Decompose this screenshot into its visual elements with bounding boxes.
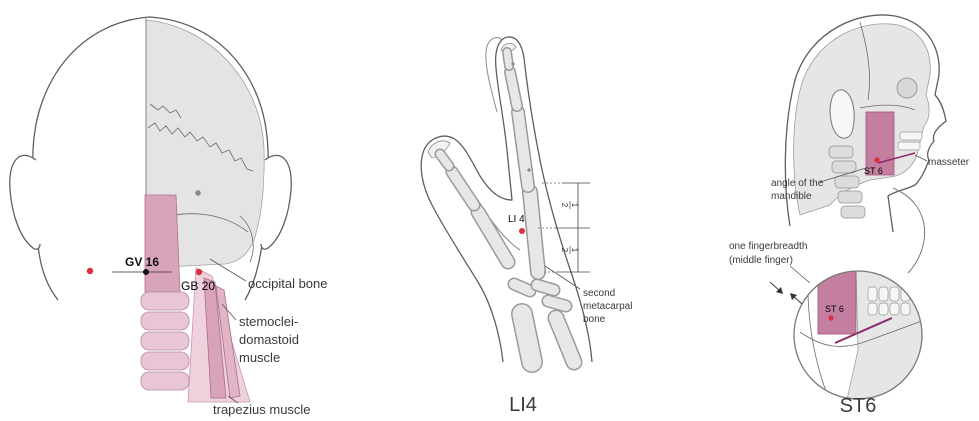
index-distal-phalanx (507, 52, 509, 66)
cervical-vertebra (141, 372, 189, 390)
inset-tooth (901, 303, 910, 315)
fingerbreadth-label-line-1: one fingerbreadth (729, 241, 807, 252)
skull-landmark-dot (195, 190, 201, 196)
li4-label: LI 4 (508, 214, 525, 225)
fraction-upper: 1 2 (560, 201, 579, 209)
inset-tooth (890, 287, 899, 301)
knuckle-dot (511, 62, 514, 65)
metacarpal-label-line-1: second (583, 288, 615, 299)
cervical-vertebra (141, 292, 189, 310)
gv16-label: GV 16 (125, 255, 159, 269)
semispinalis-muscle (145, 195, 180, 292)
occipital-bone-label: occipital bone (248, 276, 328, 291)
radius-bone (522, 314, 532, 362)
scm-label-line-2: domastoid (239, 332, 299, 347)
left-ear (10, 155, 40, 249)
inset-tooth (879, 303, 888, 315)
trapezius-label: trapezius muscle (213, 402, 311, 417)
inset-connector (893, 188, 925, 273)
hand-outline (421, 37, 592, 362)
angle-label-line-2: mandible (771, 191, 812, 202)
eye-socket (897, 78, 917, 98)
fraction-denominator: 2 (560, 203, 569, 208)
vertebra (835, 176, 859, 188)
fraction-denominator: 2 (560, 248, 569, 253)
vertebra (829, 146, 853, 158)
vertebra (838, 191, 862, 203)
cervical-vertebra (141, 312, 189, 330)
li4-caption: LI4 (509, 394, 537, 416)
metacarpal-label-line-2: metacarpal (583, 301, 632, 312)
hand-panel: 1 2 1 2 LI 4 second metacarpal bone LI4 (421, 37, 632, 416)
fraction-numerator: 1 (570, 203, 579, 208)
inset-st6-point (828, 315, 833, 320)
carpal-bone (537, 285, 554, 290)
angle-label-line-1: angle of the (771, 178, 824, 189)
cervical-vertebra (141, 352, 189, 370)
scm-label-line-1: stemoclei- (239, 314, 298, 329)
ear (830, 90, 854, 138)
fingerbreadth-label-line-2: (middle finger) (729, 255, 793, 266)
upper-teeth (900, 132, 922, 140)
carpal-bone (514, 284, 530, 291)
li4-point (519, 228, 525, 234)
metacarpal-label-line-3: bone (583, 314, 606, 325)
index-metacarpal (530, 192, 538, 272)
lower-teeth (898, 142, 920, 150)
inset-tooth (912, 287, 921, 301)
vertebra (832, 161, 856, 173)
fingerbreadth-marker (770, 266, 810, 304)
right-ear (261, 155, 291, 249)
side-head-panel: ST 6 masseter angle of the mandible (729, 15, 970, 417)
st6-caption: ST6 (840, 395, 877, 417)
magnified-inset: ST 6 (794, 264, 930, 404)
inset-tooth (890, 303, 899, 315)
gb20-label: GB 20 (181, 279, 215, 293)
st6-label: ST 6 (864, 166, 883, 176)
inset-tooth (868, 287, 877, 301)
gb20-point (196, 269, 202, 275)
cervical-vertebra (141, 332, 189, 350)
fraction-numerator: 1 (570, 248, 579, 253)
scm-label-line-3: muscle (239, 350, 280, 365)
back-of-head-panel: GV 16 GB 20 occipital bone stemoclei- do… (10, 17, 328, 417)
gv16-point (143, 269, 149, 275)
inset-st6-label: ST 6 (825, 304, 844, 314)
masseter-label: masseter (928, 157, 970, 168)
vertebra (841, 206, 865, 218)
gb20-left-point (87, 268, 93, 274)
carpal-bone (548, 301, 566, 306)
knuckle-dot (527, 168, 530, 171)
inset-tooth (879, 287, 888, 301)
fingerbreadth-leader (790, 266, 810, 283)
inset-tooth (868, 303, 877, 315)
